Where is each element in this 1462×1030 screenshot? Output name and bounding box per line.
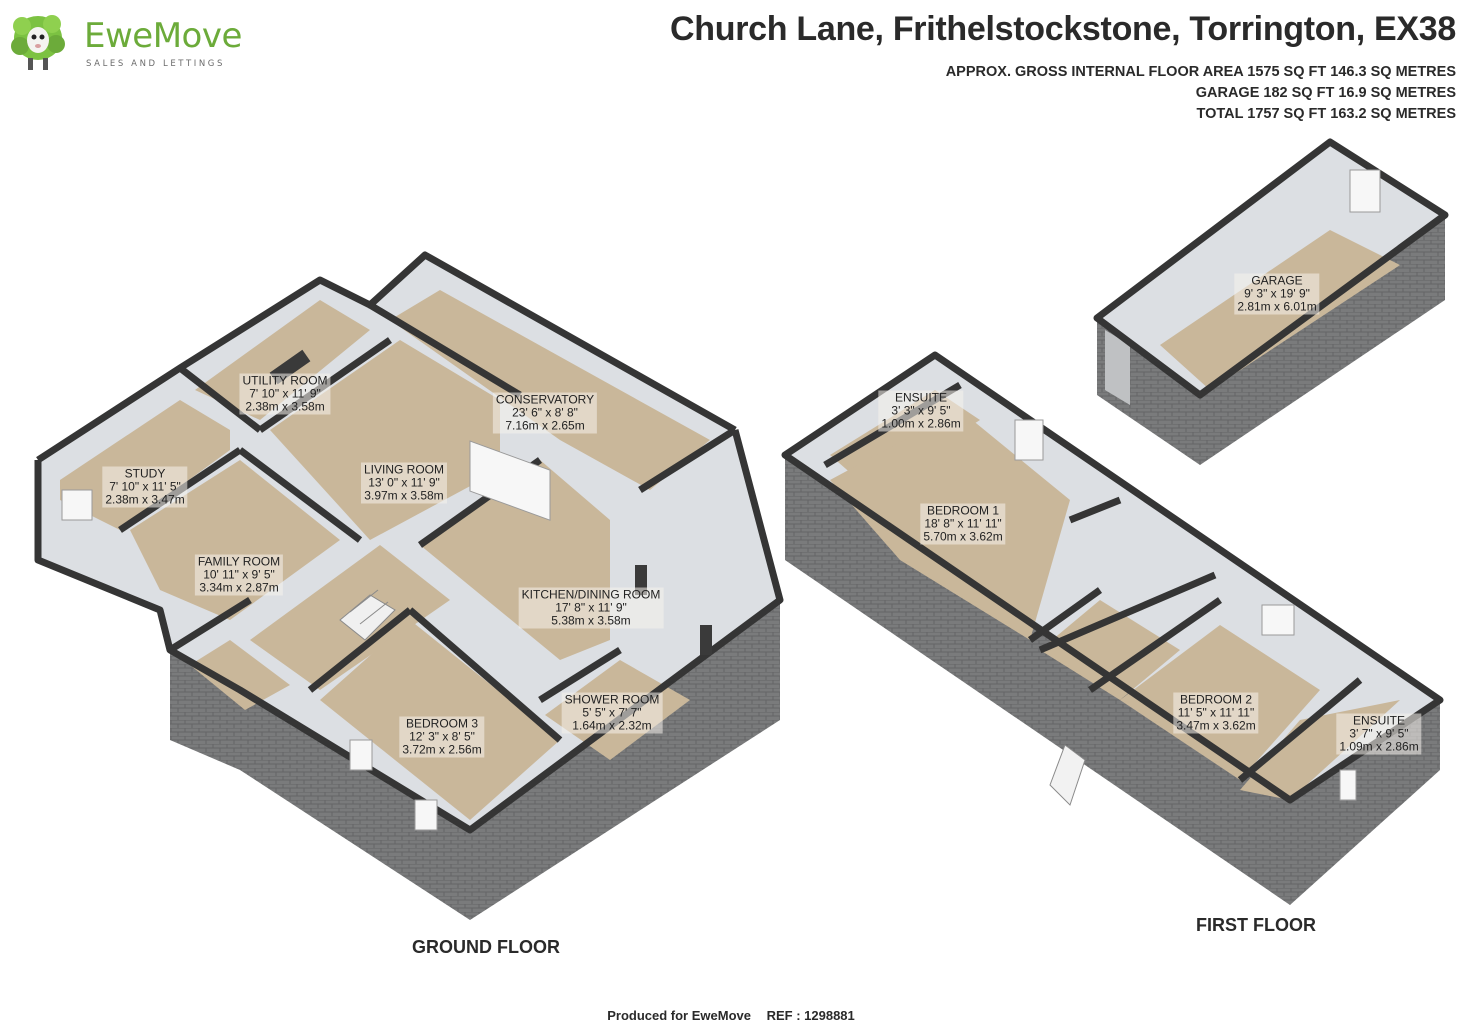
first-floor-label: FIRST FLOOR — [1196, 915, 1316, 935]
footer-ref: REF : 1298881 — [766, 1008, 855, 1023]
footer-produced: Produced for EweMove — [607, 1008, 751, 1023]
area-line-gross: APPROX. GROSS INTERNAL FLOOR AREA 1575 S… — [945, 64, 1456, 80]
brand-name: EweMove — [84, 16, 242, 56]
area-line-total: TOTAL 1757 SQ FT 163.2 SQ METRES — [1196, 106, 1456, 122]
utility-floor — [195, 300, 370, 420]
brand-tagline: SALES AND LETTINGS — [86, 59, 225, 69]
first-floor-plan — [781, 351, 1444, 905]
footer: Produced for EweMove REF : 1298881 — [601, 1008, 861, 1023]
store-floor — [190, 640, 290, 710]
ground-floor-label: GROUND FLOOR — [412, 937, 560, 957]
area-line-garage: GARAGE 182 SQ FT 16.9 SQ METRES — [1195, 85, 1456, 101]
sheep-logo-icon — [11, 15, 65, 70]
brand-logo: EweMove SALES AND LETTINGS — [8, 4, 248, 74]
garage-plan — [1093, 138, 1449, 465]
ground-floor-plan — [34, 251, 784, 920]
property-title: Church Lane, Frithelstockstone, Torringt… — [670, 10, 1456, 48]
landing-floor — [1040, 600, 1180, 700]
conservatory-floor — [390, 290, 710, 490]
